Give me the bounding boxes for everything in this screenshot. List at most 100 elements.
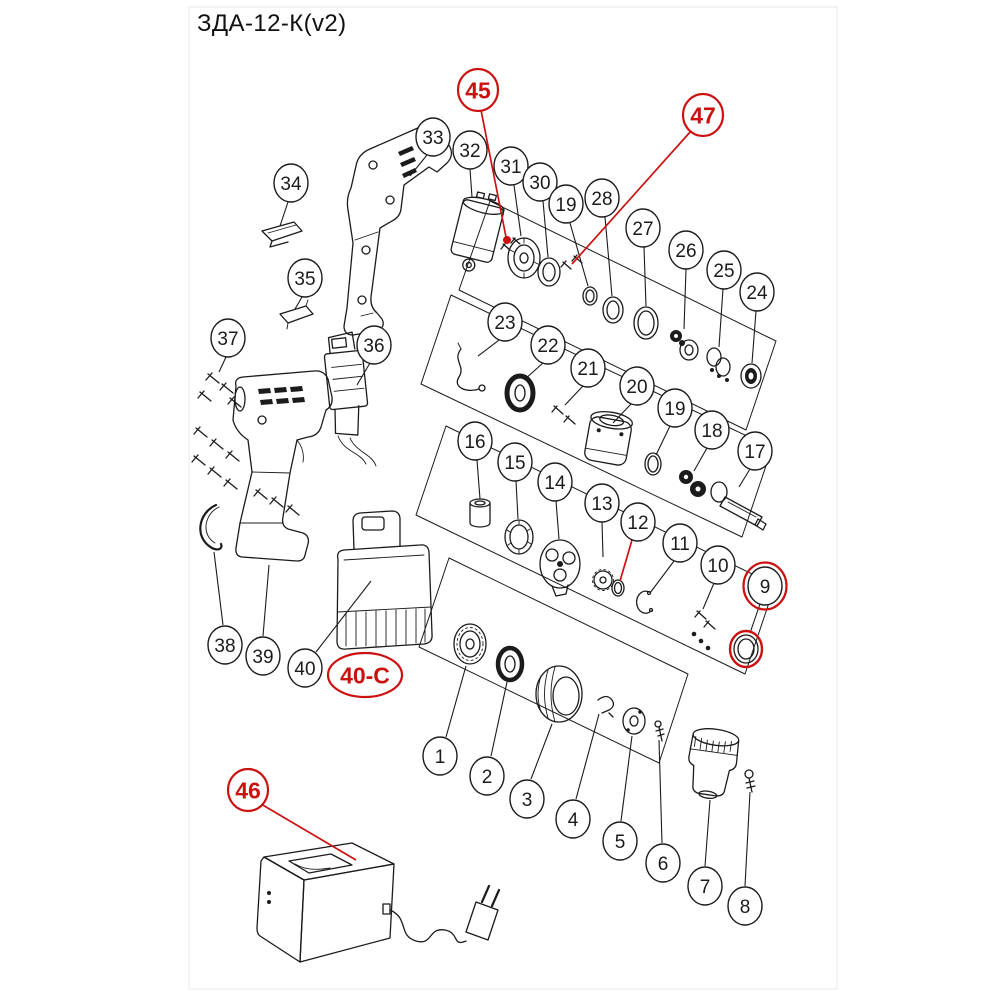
balloon-12 — [620, 502, 656, 542]
callout-31: 31 — [493, 146, 529, 237]
part-washer-12 — [611, 579, 625, 597]
callout-26: 26 — [668, 230, 704, 330]
balloon-3 — [509, 779, 545, 819]
part-housing-right — [343, 124, 453, 336]
balloon-4 — [555, 799, 591, 839]
callout-8: 8 — [727, 791, 763, 926]
callout-23: 23 — [477, 302, 523, 357]
part-planet-gears — [679, 470, 706, 497]
balloon-label-10: 10 — [707, 556, 728, 577]
part-screws-motor-mount — [500, 237, 521, 251]
balloon-19 — [548, 184, 584, 224]
balloon-21 — [570, 348, 606, 388]
balloon-label-24: 24 — [746, 283, 768, 304]
balloon-13 — [584, 483, 620, 523]
callout-17: 17 — [737, 431, 773, 488]
balloon-17 — [737, 431, 773, 471]
part-highlight-dot — [503, 236, 511, 244]
balloon-label-13: 13 — [591, 494, 612, 515]
leader-line-23 — [477, 339, 500, 357]
group-box-motor-train — [458, 200, 777, 431]
balloon-label-27: 27 — [632, 219, 653, 240]
callout-37: 37 — [210, 318, 246, 373]
part-washer-2 — [495, 645, 525, 683]
balloon-label-9: 9 — [760, 577, 771, 598]
balloon-label-11: 11 — [670, 534, 690, 555]
balloon-31 — [493, 146, 529, 186]
callout-36: 36 — [356, 325, 392, 386]
part-pinion-gears — [670, 330, 699, 361]
balloon-25 — [706, 250, 742, 290]
leader-line-10 — [702, 582, 715, 610]
scan-page-border — [188, 6, 838, 990]
balloon-label-47: 47 — [690, 102, 716, 128]
balloon-label-5: 5 — [615, 832, 626, 853]
part-screws-21 — [551, 405, 576, 425]
part-charger — [256, 842, 501, 963]
callout-11: 11 — [649, 523, 698, 594]
leader-line-36 — [356, 362, 371, 386]
balloon-7 — [687, 866, 723, 906]
balloon-label-25: 25 — [713, 261, 734, 282]
parts-artwork — [188, 6, 838, 990]
leader-line-7 — [704, 799, 711, 867]
callout-5: 5 — [602, 735, 638, 861]
callout-47: 47 — [571, 92, 725, 265]
callout-7: 7 — [687, 799, 723, 906]
callout-10: 10 — [700, 545, 736, 610]
leader-line-40 — [315, 580, 372, 653]
leader-line-20 — [612, 403, 632, 424]
balloon-47 — [681, 92, 725, 138]
leader-line-5 — [620, 735, 633, 822]
callout-46: 46 — [226, 767, 357, 861]
leader-line-35 — [294, 296, 303, 310]
leader-line-12 — [619, 539, 633, 582]
callout-40-C: 40-C — [326, 651, 404, 699]
balloon-28 — [584, 178, 620, 218]
callout-1: 1 — [422, 665, 467, 776]
balloon-32 — [452, 130, 488, 170]
leader-line-19 — [569, 222, 589, 287]
balloon-23 — [487, 302, 523, 342]
callout-6: 6 — [645, 739, 681, 883]
balloon-20 — [619, 366, 655, 406]
callout-25: 25 — [706, 250, 742, 348]
leader-line-16 — [476, 459, 481, 500]
part-battery-pack — [336, 510, 433, 650]
callout-32: 32 — [452, 130, 488, 198]
callout-13: 13 — [584, 483, 620, 558]
balloon-label-36: 36 — [363, 336, 384, 357]
part-bearing-24 — [740, 363, 762, 389]
balloon-label-30: 30 — [529, 173, 550, 194]
balloon-label-45: 45 — [465, 77, 491, 103]
balloon-label-19: 19 — [555, 195, 576, 216]
balloon-46 — [226, 767, 270, 813]
group-box-clutch-train — [418, 557, 689, 764]
balloon-27 — [625, 208, 661, 248]
callout-33: 33 — [409, 117, 451, 177]
part-screws-10 — [691, 610, 716, 651]
callout-4: 4 — [555, 713, 600, 839]
callout-27: 27 — [625, 208, 661, 307]
callout-24: 24 — [739, 272, 775, 364]
callout-30: 30 — [522, 162, 558, 258]
callout-9: 9 — [742, 561, 788, 634]
callout-35: 35 — [287, 258, 323, 310]
leader-line-22 — [523, 362, 544, 381]
balloon-9 — [747, 566, 783, 606]
leader-line-13 — [601, 521, 604, 558]
callout-16: 16 — [457, 421, 493, 500]
part-sleeve-16 — [469, 498, 491, 528]
highlight-ring-9 — [742, 561, 788, 611]
balloon-label-35: 35 — [294, 269, 315, 290]
leader-line-45 — [480, 109, 507, 238]
part-oring-upper — [582, 286, 598, 306]
leader-line-1 — [445, 665, 467, 738]
balloon-label-19: 19 — [664, 399, 685, 420]
balloon-18 — [694, 410, 730, 450]
leader-line-21 — [564, 385, 584, 406]
callout-45: 45 — [456, 67, 507, 238]
part-screws-housing — [191, 372, 300, 516]
